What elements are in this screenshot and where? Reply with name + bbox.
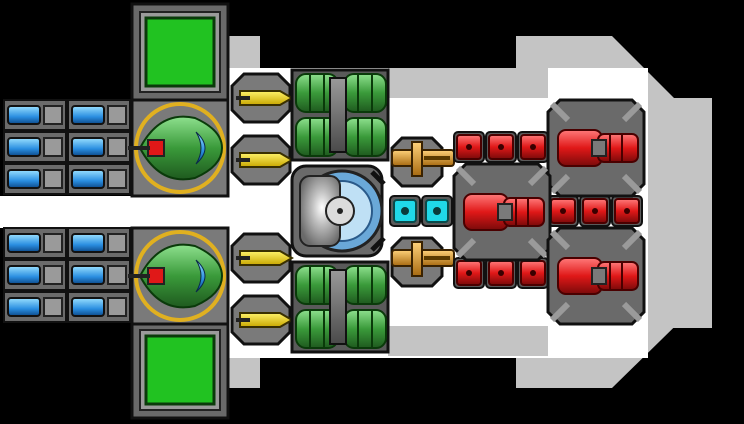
thruster[interactable] [3,259,67,291]
green-pad-top[interactable] [130,2,230,102]
cyan-cell[interactable] [389,195,421,227]
yellow-gun[interactable] [230,134,294,186]
red-box-group [453,131,643,289]
thruster[interactable] [67,163,131,195]
thruster[interactable] [3,163,67,195]
yellow-gun-group [230,72,294,346]
red-box[interactable] [453,257,485,289]
reactor-core[interactable] [290,164,386,258]
green-tank[interactable] [290,68,390,162]
yellow-gun[interactable] [230,232,294,284]
red-box[interactable] [579,195,611,227]
red-turret-group [452,98,646,326]
yellow-gun[interactable] [230,294,294,346]
green-tank[interactable] [290,260,390,354]
orange-gun-lower[interactable] [390,236,455,288]
thruster[interactable] [67,99,131,131]
red-box[interactable] [517,131,549,163]
thruster[interactable] [3,99,67,131]
red-turret[interactable] [546,226,646,326]
yellow-gun[interactable] [230,72,294,124]
green-tank-group [290,68,390,354]
red-box[interactable] [611,195,643,227]
cockpit-lower[interactable] [128,226,230,326]
red-box[interactable] [547,195,579,227]
red-box[interactable] [453,131,485,163]
thruster[interactable] [3,291,67,323]
thruster[interactable] [67,227,131,259]
cockpit-upper[interactable] [128,98,230,198]
thruster[interactable] [3,131,67,163]
cyan-cell[interactable] [421,195,453,227]
green-pad-bottom[interactable] [130,320,230,420]
red-box[interactable] [485,131,517,163]
thruster[interactable] [67,131,131,163]
thruster[interactable] [3,227,67,259]
red-turret[interactable] [452,162,552,262]
red-turret[interactable] [546,98,646,198]
red-box[interactable] [517,257,549,289]
thruster[interactable] [67,291,131,323]
red-box[interactable] [485,257,517,289]
thruster-bank [3,99,131,323]
thruster[interactable] [67,259,131,291]
